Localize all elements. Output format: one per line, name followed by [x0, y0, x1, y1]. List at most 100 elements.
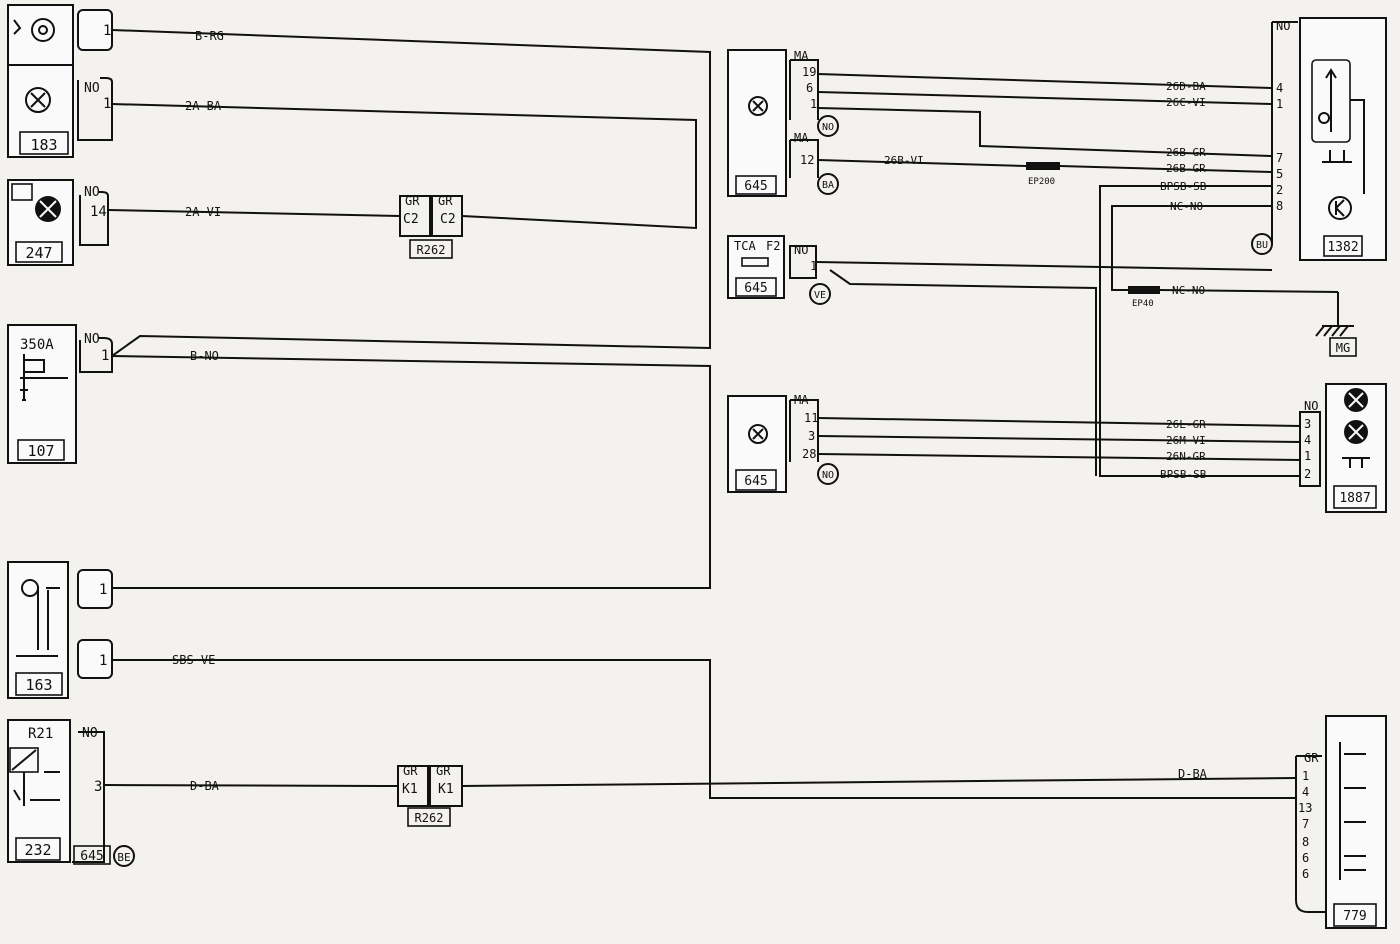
connector-183-lower — [77, 77, 113, 141]
component-107-label-box — [17, 439, 65, 461]
ref-bu-label: BU — [1256, 240, 1268, 251]
module-symbol-icon — [748, 96, 768, 116]
pin-label: 1 — [99, 582, 107, 598]
component-232-label-box — [15, 837, 61, 861]
connector-645-ma-upper — [789, 59, 819, 120]
switch-contact-icon — [1322, 99, 1365, 194]
wire-nc-no-b — [1159, 289, 1339, 293]
component-1382: 1382 — [1299, 17, 1387, 261]
module-cross-icon — [752, 100, 764, 112]
component-1887: 1887 — [1325, 383, 1387, 513]
connector-pin: C2 — [403, 212, 419, 227]
ground-label: MG — [1336, 341, 1350, 355]
component-1887-label-box — [1333, 485, 1377, 509]
fuse-icon — [741, 257, 769, 267]
component-247-label: 247 — [25, 244, 52, 262]
wire-26m-vi — [817, 435, 1301, 443]
motor-k-icon — [1335, 199, 1345, 217]
bulb-cross-icon — [30, 92, 46, 108]
splice-ep40-block — [1128, 286, 1160, 294]
wire-b-rg — [111, 29, 711, 357]
component-107-label: 107 — [27, 442, 54, 460]
pin-label: 4 — [1276, 81, 1283, 95]
connector-pin: C2 — [440, 212, 456, 227]
motor-icon — [1328, 196, 1352, 220]
component-645-label-box — [735, 175, 777, 195]
wire-26b-gr-a — [817, 107, 1273, 157]
wire-b-no — [111, 355, 711, 589]
wire-nc-no-a — [1111, 205, 1272, 291]
actuator-arrow-icon — [1325, 68, 1337, 132]
connector-r262-label: R262 — [415, 811, 444, 825]
connector-645-mid — [789, 245, 817, 279]
connector-color: NO — [1276, 19, 1290, 33]
component-163: 163 — [7, 561, 69, 699]
connector-645-label: 645 — [80, 849, 103, 864]
module-symbol-icon — [748, 424, 768, 444]
component-779-label: 779 — [1343, 909, 1366, 924]
connector-color: NO — [84, 81, 100, 96]
wire-label: D-BA — [190, 779, 220, 793]
component-645-body — [727, 235, 785, 299]
connector-645-bottom — [789, 399, 819, 462]
connector-645-ma-lower — [789, 139, 819, 178]
component-779-label-box — [1333, 903, 1377, 927]
connector-247 — [79, 191, 109, 246]
actuator-pivot-icon — [1318, 112, 1330, 124]
wire-26b-vi — [817, 159, 1027, 167]
wire-label: 26B-GR — [1166, 162, 1206, 175]
ground-icon — [1315, 325, 1354, 337]
component-107-tag: 350A — [20, 337, 54, 353]
connector-r262-bottom: GR GR K1 K1 R262 — [397, 764, 463, 827]
component-163-label: 163 — [25, 676, 52, 694]
pin-label: 11 — [804, 411, 818, 425]
wire-label: B-NO — [190, 349, 219, 363]
pin-label: 3 — [94, 779, 102, 795]
wire-label: 26C-VI — [1166, 96, 1206, 109]
wire-label: B-RG — [195, 29, 224, 43]
wire-d-ba-right — [461, 777, 1297, 787]
pin-label: 7 — [1302, 817, 1309, 831]
switch-bank-icon — [1339, 742, 1366, 880]
pin-label: 13 — [1298, 801, 1312, 815]
wire-label: 2A-BA — [185, 99, 222, 113]
pin-label: 1 — [103, 96, 111, 112]
pin-label: 4 — [1304, 433, 1311, 447]
wire-label: BPSB-SB — [1160, 468, 1207, 481]
pin-label: 28 — [802, 447, 816, 461]
wire-label: 2A-VI — [185, 205, 221, 219]
lamp-cross-icon — [39, 200, 57, 218]
component-645-label: 645 — [744, 281, 767, 296]
wire-label: SBS-VE — [172, 653, 215, 667]
connector-r262-body — [399, 195, 463, 237]
connector-color: GR — [1304, 751, 1319, 765]
ground-mg: MG — [1315, 292, 1357, 357]
connector-color: NO — [794, 243, 808, 257]
pin-label: 1 — [1276, 97, 1283, 111]
component-645-label: 645 — [744, 179, 767, 194]
wire-label: 26N-GR — [1166, 450, 1206, 463]
component-645-middle: TCA F2 645 — [727, 235, 785, 299]
connector-color: NO — [82, 726, 98, 741]
pin-label: 6 — [1302, 851, 1309, 865]
connector-1887 — [1299, 411, 1321, 487]
wire-label: NC-NO — [1170, 200, 1203, 213]
wire-label: D-BA — [1178, 767, 1208, 781]
switch-symbol-icon — [20, 354, 68, 401]
ref-ve-label: VE — [814, 290, 826, 301]
component-1887-label: 1887 — [1339, 491, 1370, 506]
splice-ep200-label: EP200 — [1028, 177, 1055, 187]
lamp-cross-icon — [1348, 392, 1364, 408]
wire-sbs-ve — [112, 659, 1296, 799]
bulb-symbol-icon — [25, 87, 51, 113]
component-645-tag: F2 — [766, 239, 780, 253]
relay-contact-icon — [11, 749, 60, 806]
connector-r262-label-box — [407, 807, 451, 827]
ref-ba-label: BA — [822, 180, 834, 191]
wire-label: 26B-GR — [1166, 146, 1206, 159]
pin-label: 1 — [1304, 449, 1311, 463]
pin-label: 1 — [101, 348, 109, 364]
wire-label: 26L-GR — [1166, 418, 1206, 431]
component-645-top: 645 — [727, 49, 787, 197]
